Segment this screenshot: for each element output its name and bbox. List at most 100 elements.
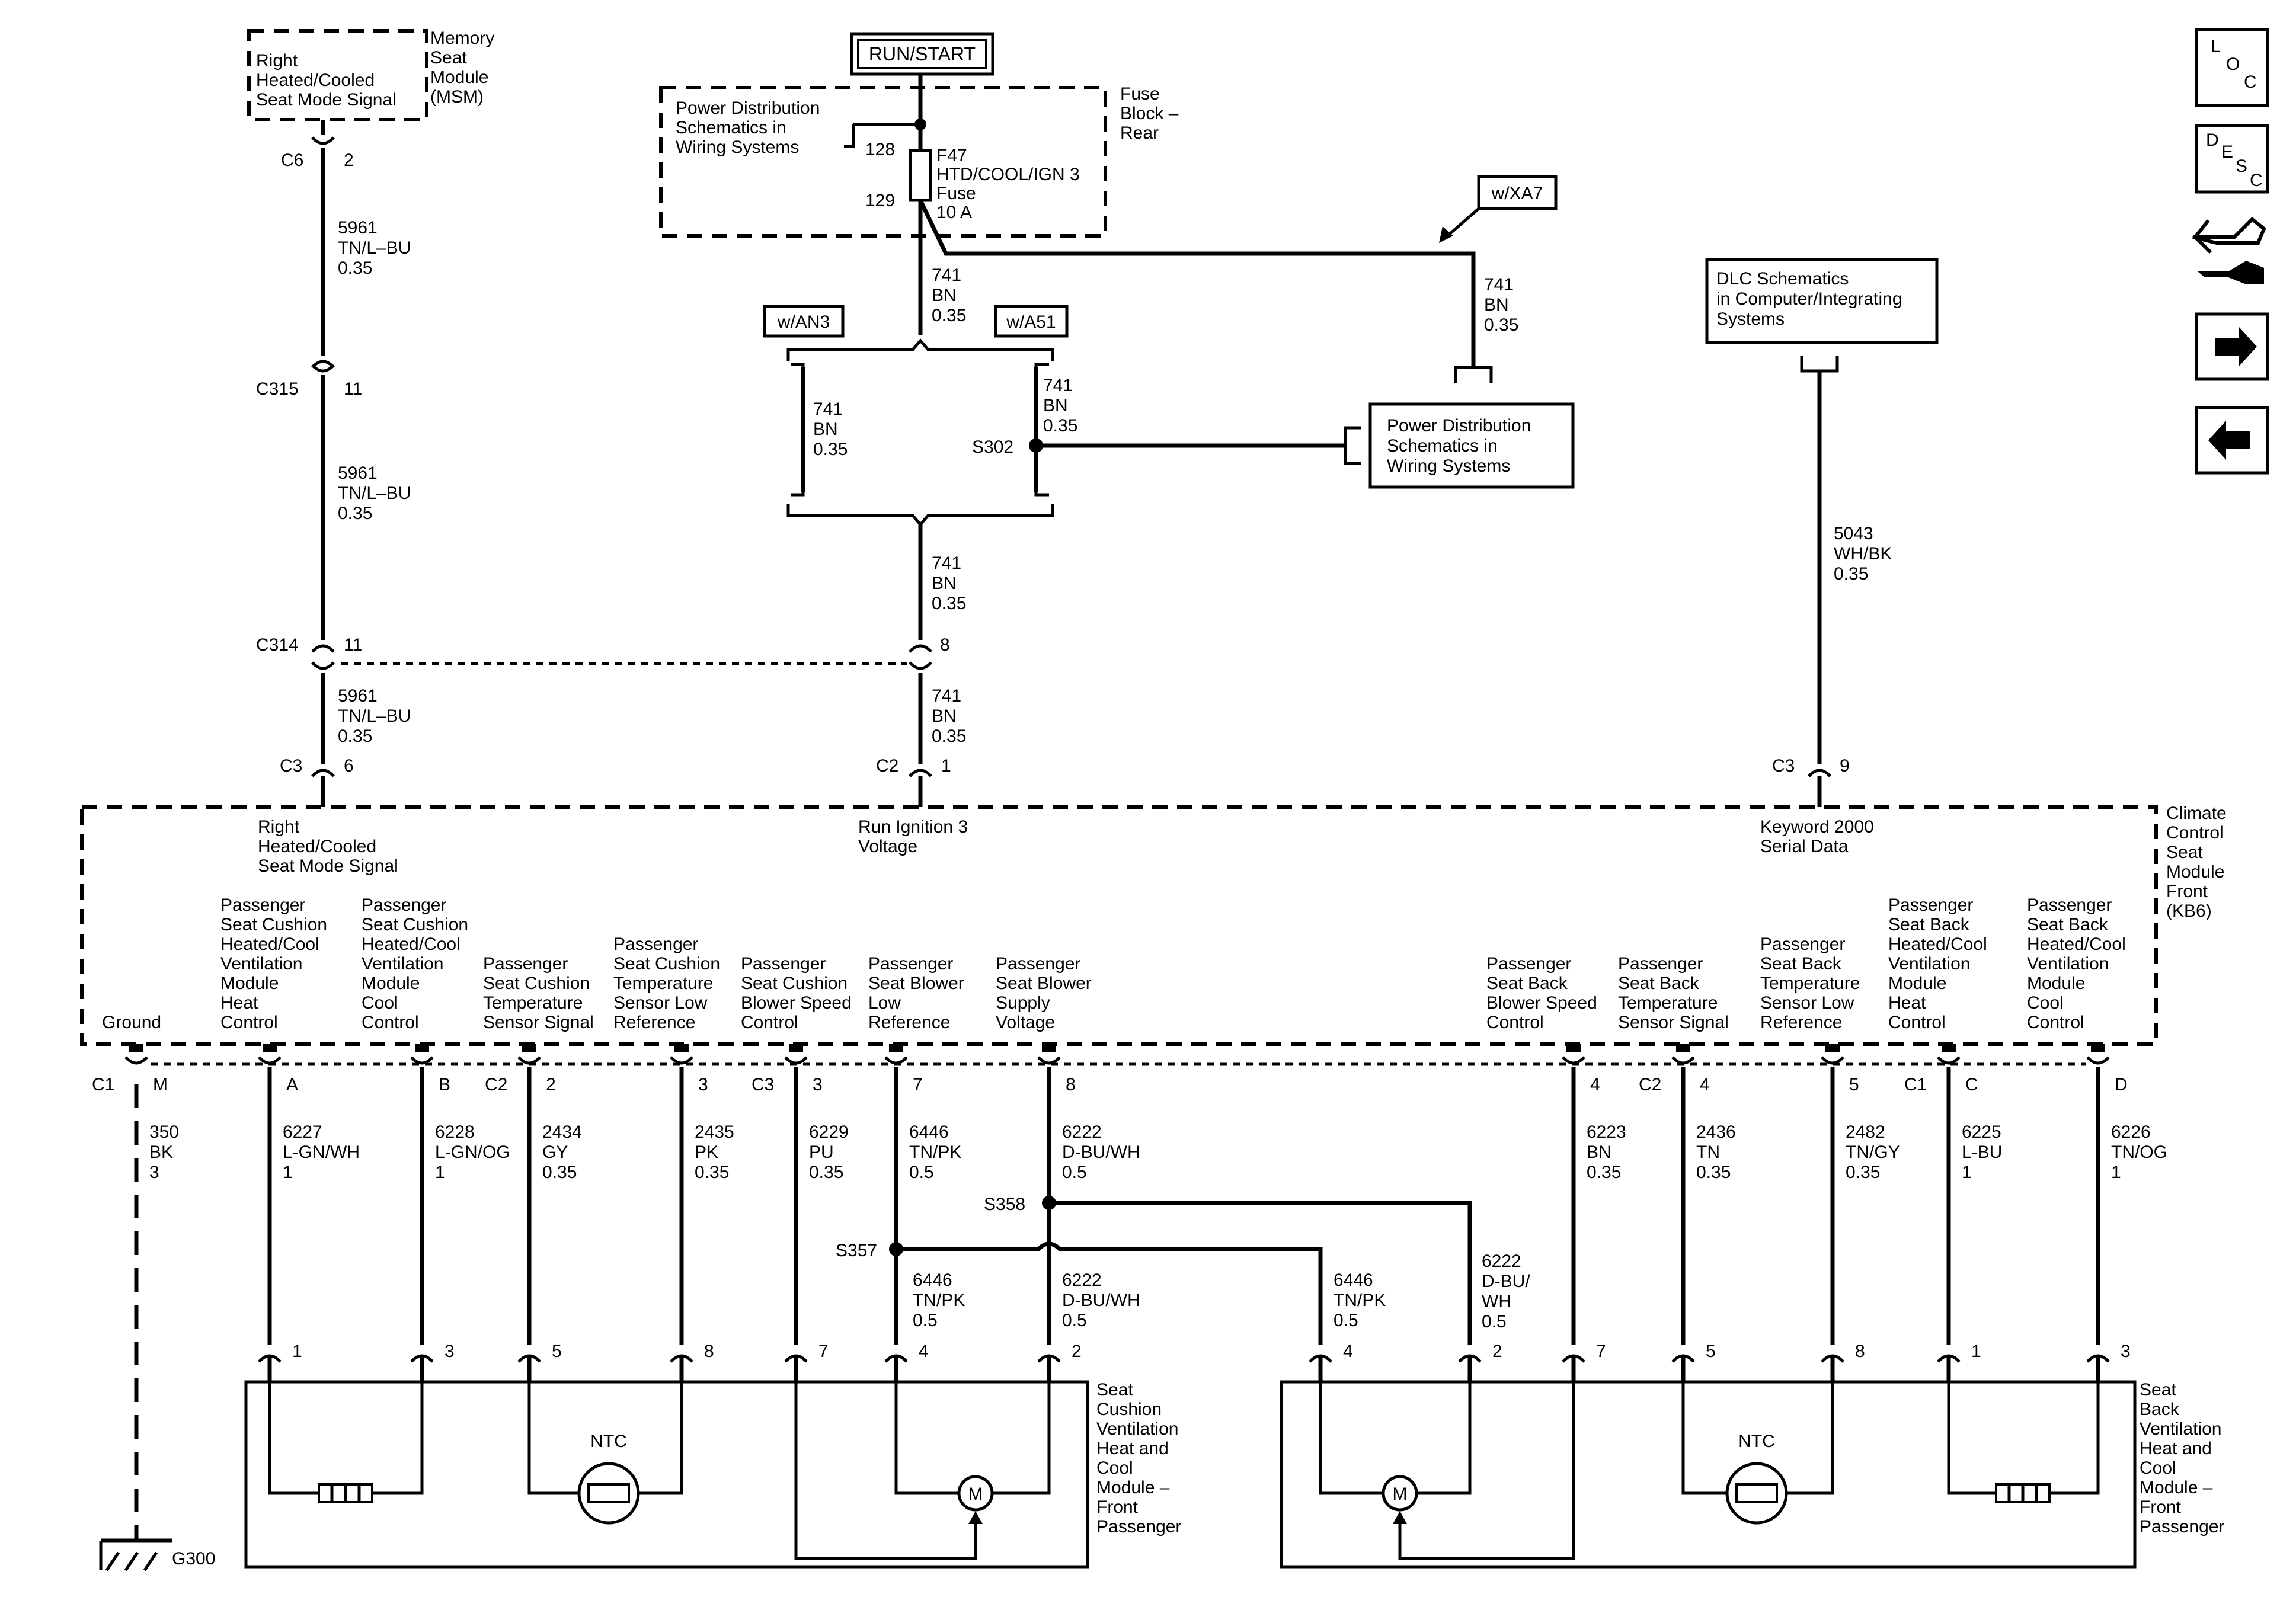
- pin-wire-label: 0.35: [695, 1163, 729, 1182]
- svg-text:C: C: [2250, 171, 2263, 190]
- wire-5961-a-size: 0.35: [338, 258, 372, 278]
- pin-desc-line: Control: [220, 1013, 278, 1032]
- ccsm-top-signal-3: Seat Mode Signal: [258, 856, 398, 876]
- splice-wire-a-size: 0.5: [913, 1311, 938, 1330]
- wire-741-a-num: 741: [932, 265, 961, 285]
- pin-wire-label: L-BU: [1962, 1142, 2002, 1162]
- pin-desc-line: Seat Back: [2027, 915, 2109, 934]
- msm-module-line2: Seat: [430, 48, 467, 68]
- pin-connector-label: C1: [1904, 1075, 1927, 1094]
- ground-g300: G300: [99, 1084, 215, 1571]
- svg-text:S: S: [2236, 156, 2247, 176]
- svg-text:E: E: [2221, 142, 2233, 162]
- option-a51-label: w/A51: [1006, 312, 1056, 332]
- ccsm-name-4: Module: [2166, 862, 2224, 882]
- wire-741-c-color: BN: [813, 420, 838, 439]
- pin-desc-line: Heated/Cool: [2027, 934, 2126, 954]
- next-page-icon[interactable]: [2195, 312, 2269, 381]
- msm-module-line1: Memory: [430, 28, 494, 48]
- pin-wire-label: 0.35: [542, 1163, 577, 1182]
- ccsm-run-ign-2: Voltage: [858, 837, 917, 856]
- pin-desc-line: Ventilation: [362, 954, 443, 974]
- wire-741-e-color: BN: [932, 574, 957, 593]
- previous-page-icon[interactable]: [2195, 406, 2269, 475]
- pin-wire-label: BN: [1587, 1142, 1611, 1162]
- splice-wire-b-size: 0.5: [1062, 1311, 1087, 1330]
- pin-wire-label: 2434: [542, 1122, 582, 1142]
- splice-wire-c-num: 6446: [1334, 1270, 1373, 1290]
- desc-icon[interactable]: D E S C: [2195, 124, 2269, 194]
- ground-label: G300: [172, 1549, 215, 1569]
- fuse-output-wires: 741 BN 0.35 741 BN 0.35: [918, 199, 1518, 383]
- pin-desc-line: Ventilation: [1888, 954, 1970, 974]
- loc-icon[interactable]: L O C: [2195, 28, 2269, 107]
- pin-number: 4: [1700, 1075, 1710, 1094]
- connector-view-icon[interactable]: [2192, 216, 2266, 284]
- wire-741-b-color: BN: [1484, 295, 1509, 315]
- wire-741-a-color: BN: [932, 286, 957, 305]
- pin-desc-line: Heated/Cool: [1888, 934, 1987, 954]
- pin-desc-line: Passenger: [1760, 934, 1845, 954]
- fuse-ref-3: Wiring Systems: [676, 137, 799, 157]
- fuse-pin-129: 129: [865, 191, 895, 210]
- seat-back-module: Seat Back Ventilation Heat and Cool Modu…: [1280, 1380, 2224, 1569]
- pin-desc-line: Seat Cushion: [362, 915, 468, 934]
- option-xa7: w/XA7: [1439, 175, 1558, 243]
- pin-wire-label: 6227: [283, 1122, 322, 1142]
- pin-desc-line: Sensor Signal: [483, 1013, 594, 1032]
- pin-desc-line: Cool: [2027, 993, 2064, 1013]
- cushion-blower-motor: [957, 1475, 994, 1512]
- pin-wire-label: PK: [695, 1142, 718, 1162]
- pin-desc-line: Seat Back: [1618, 974, 1700, 993]
- pin-desc-line: Sensor Low: [613, 993, 708, 1013]
- pin-wire-label: 350: [149, 1122, 179, 1142]
- splice-wire-a-num: 6446: [913, 1270, 952, 1290]
- pin-desc-line: Blower Speed: [1486, 993, 1597, 1013]
- dlc-ref-3: Systems: [1716, 309, 1785, 329]
- c3a-pin: 6: [344, 756, 354, 776]
- pin-wire-label: 1: [283, 1163, 293, 1182]
- pin-wire-label: 0.35: [1587, 1163, 1621, 1182]
- pin-wire-label: 1: [435, 1163, 445, 1182]
- ccsm-name-1: Climate: [2166, 804, 2227, 823]
- splice-wire-d-color1: D-BU/: [1482, 1272, 1530, 1291]
- pin-number: M: [153, 1075, 168, 1094]
- c315-pin: 11: [344, 379, 362, 399]
- wire-5961-b-size: 0.35: [338, 504, 372, 523]
- pin-desc-line: Seat Blower: [868, 974, 964, 993]
- pin-wire-label: BK: [149, 1142, 173, 1162]
- ccsm-keyword-2: Serial Data: [1760, 837, 1849, 856]
- pin-wire-label: TN/PK: [909, 1142, 961, 1162]
- pin-wire-label: 6446: [909, 1122, 949, 1142]
- wire-741-e-size: 0.35: [932, 594, 966, 613]
- cushion-name-1: Seat: [1096, 1380, 1133, 1400]
- pin-desc-line: Passenger: [2027, 895, 2112, 915]
- fuse-label-3: Fuse: [936, 184, 976, 203]
- pin-desc-line: Seat Back: [1888, 915, 1970, 934]
- fuse-label-4: 10 A: [936, 203, 972, 222]
- cushion-name-8: Passenger: [1096, 1517, 1181, 1537]
- back-name-8: Passenger: [2140, 1517, 2224, 1537]
- c314-pin: 11: [344, 635, 362, 655]
- module-pin-number: 1: [292, 1342, 302, 1361]
- ccsm-name-2: Control: [2166, 823, 2224, 843]
- module-pin-number: 4: [919, 1342, 929, 1361]
- pin-wire-label: 2435: [695, 1122, 734, 1142]
- pin-number: A: [286, 1075, 298, 1094]
- pin-desc-line: Seat Cushion: [220, 915, 327, 934]
- pin-wire-label: 0.5: [909, 1163, 934, 1182]
- module-pin-number: 5: [1706, 1342, 1716, 1361]
- wire-741-b-size: 0.35: [1484, 315, 1518, 335]
- wire-5961-b-color: TN/L–BU: [338, 484, 411, 503]
- pin-desc-line: Passenger: [1888, 895, 1973, 915]
- pin-desc-line: Heat: [1888, 993, 1926, 1013]
- pin-desc-line: Low: [868, 993, 901, 1013]
- pin-number: 4: [1590, 1075, 1600, 1094]
- cushion-motor-label: M: [968, 1484, 983, 1504]
- pin-desc-line: Heated/Cool: [220, 934, 319, 954]
- back-motor-pin-4: 4: [1343, 1342, 1353, 1361]
- pin-desc-line: Voltage: [996, 1013, 1055, 1032]
